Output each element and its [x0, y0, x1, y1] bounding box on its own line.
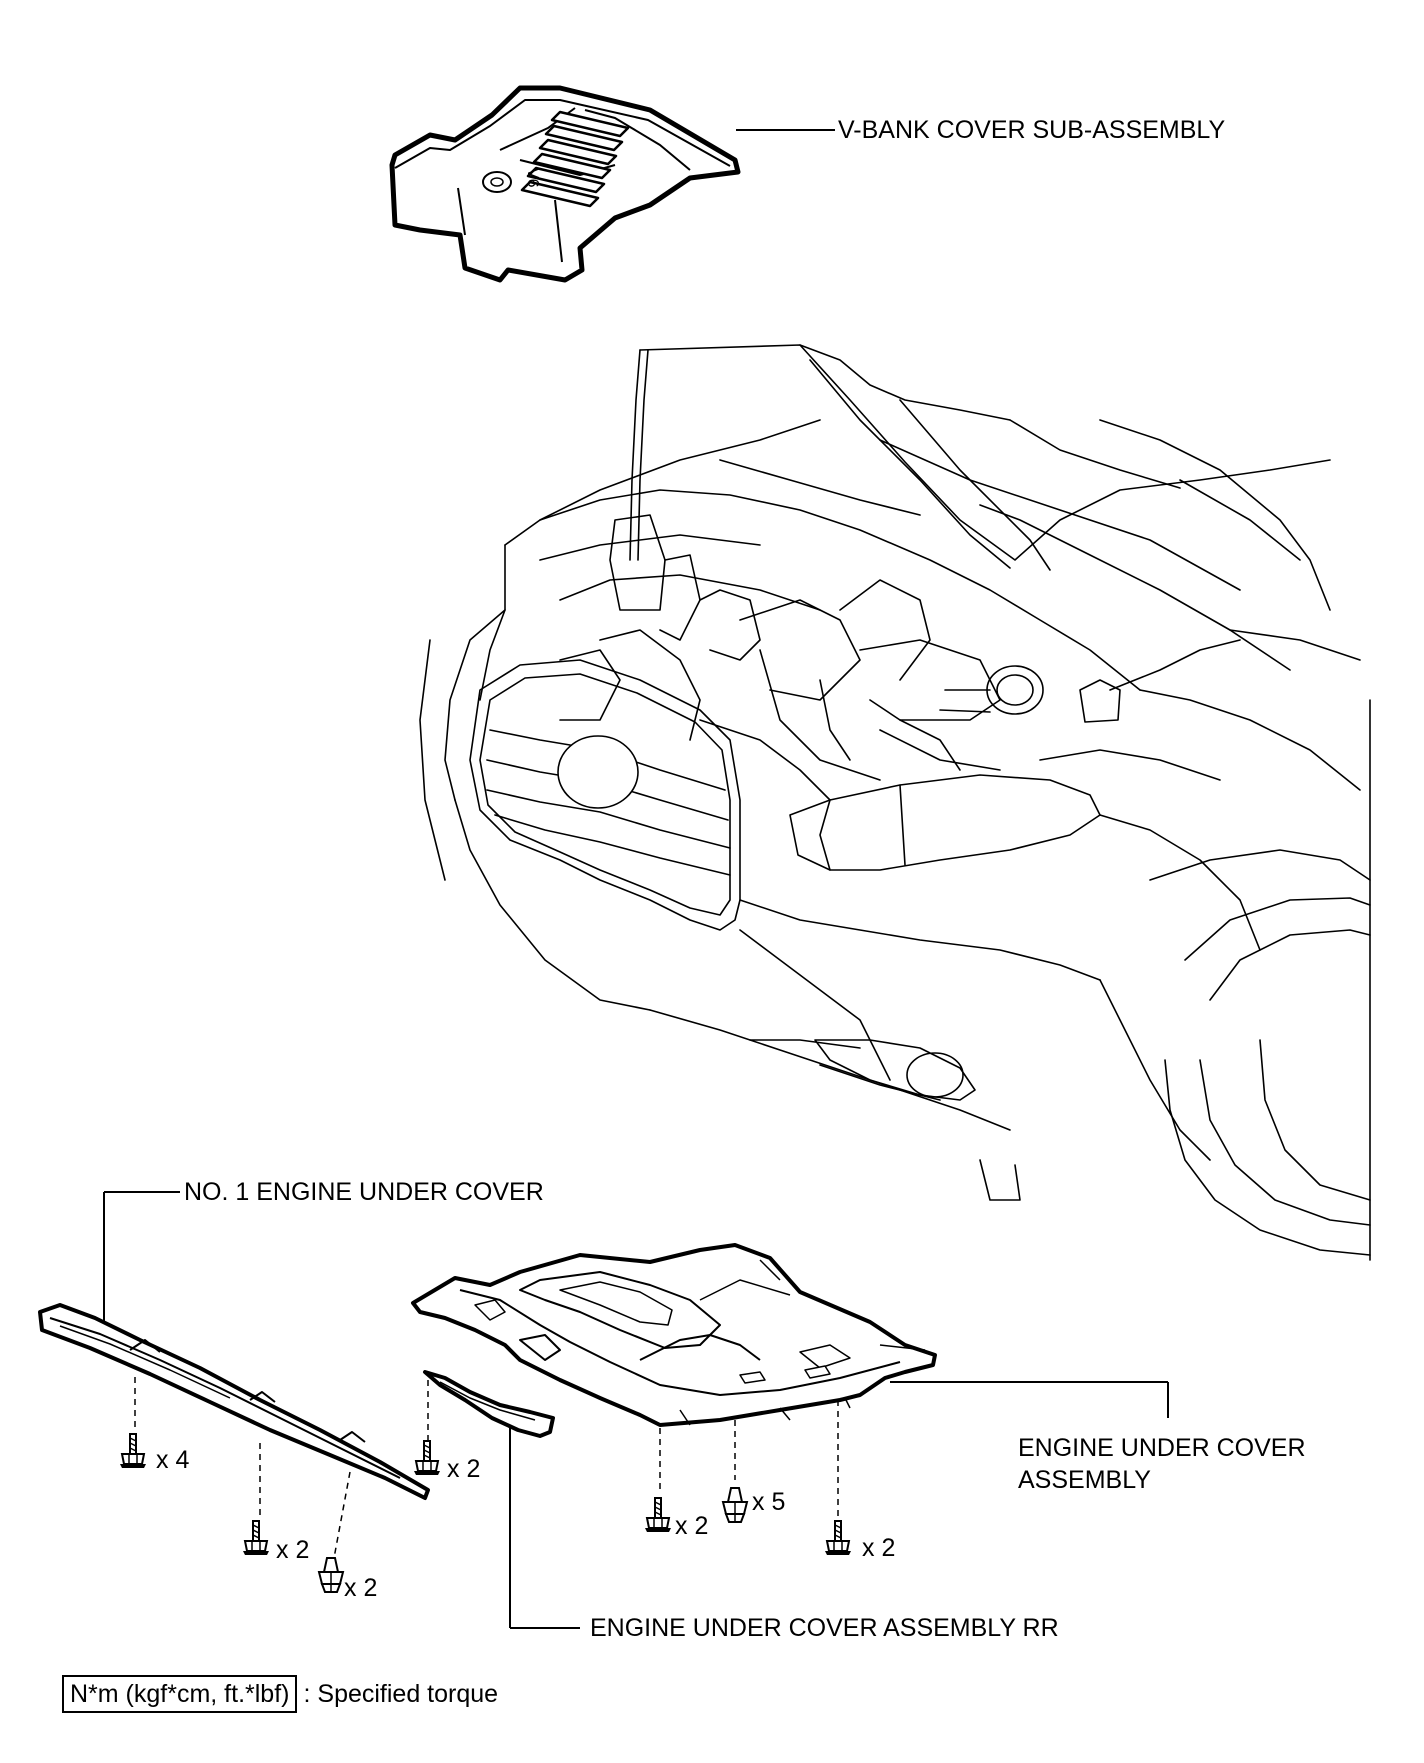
vbank-cover-part: V6	[389, 85, 741, 283]
main-fastener-guides	[659, 1400, 839, 1518]
no1-bolt-mid-icon	[242, 1520, 270, 1556]
no1-bolt-left-icon	[119, 1433, 147, 1469]
cover-emblem-text: V6	[524, 168, 541, 188]
engine-under-cover-rr-label: ENGINE UNDER COVER ASSEMBLY RR	[590, 1614, 1059, 1642]
no1-cover-leader	[103, 1191, 180, 1322]
no1-engine-under-cover-label: NO. 1 ENGINE UNDER COVER	[184, 1178, 544, 1206]
main-bolt-left-icon	[644, 1497, 672, 1533]
main-bolt-right-icon	[824, 1520, 852, 1556]
torque-unit-box: N*m (kgf*cm, ft.*lbf)	[62, 1675, 298, 1713]
main-bolts-left-qty: x 2	[675, 1512, 709, 1540]
engine-under-cover-part	[411, 1243, 937, 1427]
grille	[469, 659, 741, 931]
vehicle-front-view	[419, 344, 1371, 1261]
legend-separator: :	[303, 1680, 311, 1708]
main-clip-icon	[722, 1487, 748, 1523]
main-bolts-right-qty: x 2	[862, 1534, 896, 1562]
main-cover-leader	[890, 1381, 1169, 1418]
engine-under-cover-label-line1: ENGINE UNDER COVER	[1018, 1434, 1306, 1462]
rr-bolt-icon	[413, 1440, 441, 1476]
no1-clips-qty: x 2	[344, 1574, 378, 1602]
engine-under-cover-rr-part	[423, 1370, 555, 1438]
main-clips-qty: x 5	[752, 1488, 786, 1516]
engine-under-cover-label-line2: ASSEMBLY	[1018, 1466, 1151, 1494]
torque-legend: N*m (kgf*cm, ft.*lbf): Specified torque	[62, 1675, 498, 1713]
no1-clip-icon	[318, 1557, 344, 1593]
no1-engine-under-cover-part	[38, 1303, 430, 1500]
no1-fastener-guides	[134, 1377, 351, 1559]
rr-bolts-qty: x 2	[447, 1455, 481, 1483]
no1-bolts-mid-qty: x 2	[276, 1536, 310, 1564]
rr-leader	[509, 1425, 580, 1629]
no1-bolts-left-qty: x 4	[156, 1446, 190, 1474]
legend-description: Specified torque	[317, 1680, 499, 1708]
vbank-cover-label: V-BANK COVER SUB-ASSEMBLY	[838, 116, 1226, 144]
